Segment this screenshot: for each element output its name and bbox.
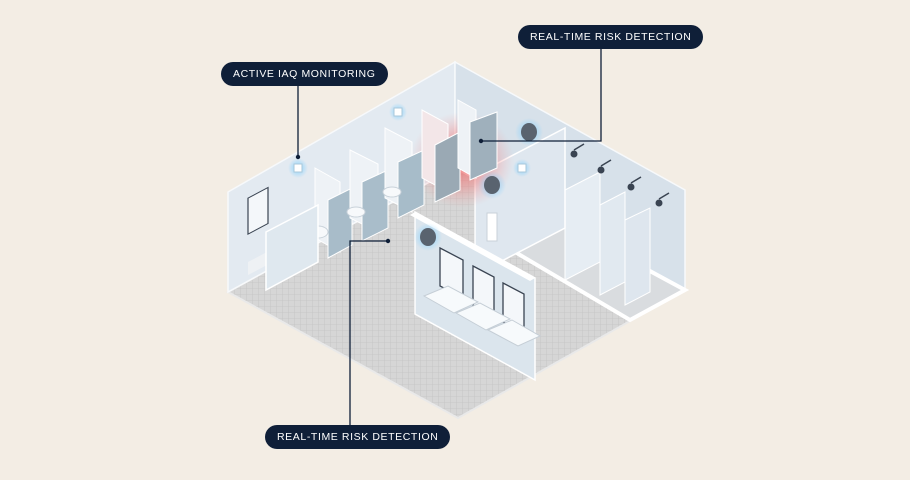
left-entry-partition (265, 203, 319, 292)
shower-stalls (564, 171, 651, 306)
iaq-sensor-icons (288, 103, 531, 178)
vanity-sinks (422, 285, 542, 347)
callout-active-iaq-monitoring: ACTIVE IAQ MONITORING (221, 62, 388, 86)
towel (486, 212, 498, 242)
shower-head-icons (570, 143, 670, 207)
risk-detection-sensor-icons (414, 118, 543, 251)
vanity-mirrors (439, 246, 525, 335)
callout-leader-lines (297, 49, 602, 425)
callout-real-time-risk-detection-bottom: REAL-TIME RISK DETECTION (265, 425, 451, 449)
front-vanity-wall-top (410, 212, 535, 281)
toilet-stalls (314, 99, 498, 259)
left-mirror (247, 186, 269, 236)
leader-endpoints (295, 138, 484, 244)
callout-real-time-risk-detection-top: REAL-TIME RISK DETECTION (518, 25, 704, 49)
